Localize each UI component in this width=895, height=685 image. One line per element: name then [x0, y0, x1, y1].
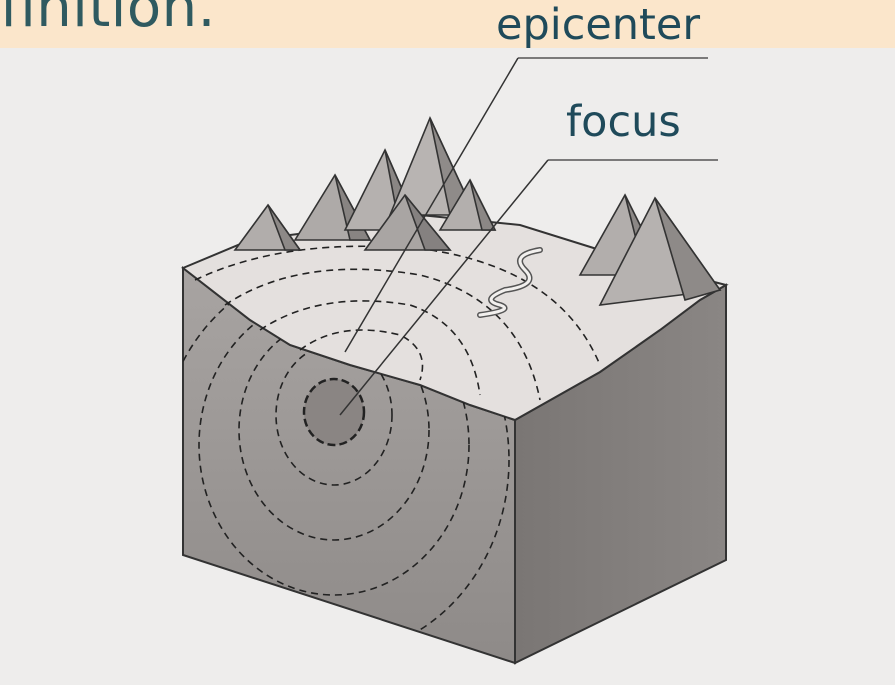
- mountains-left: [233, 116, 497, 251]
- mountains-right: [578, 193, 722, 306]
- focus-hypocenter-marker: [302, 377, 366, 447]
- focus-pointer-line: [339, 159, 549, 416]
- epicenter-label: epicenter: [496, 0, 701, 50]
- seismic-waves-surface: [194, 245, 601, 401]
- slide-title: finition.: [0, 0, 216, 40]
- focus-label: focus: [566, 97, 681, 147]
- epicenter-pointer-line: [344, 57, 519, 353]
- title-band: finition.: [0, 0, 895, 48]
